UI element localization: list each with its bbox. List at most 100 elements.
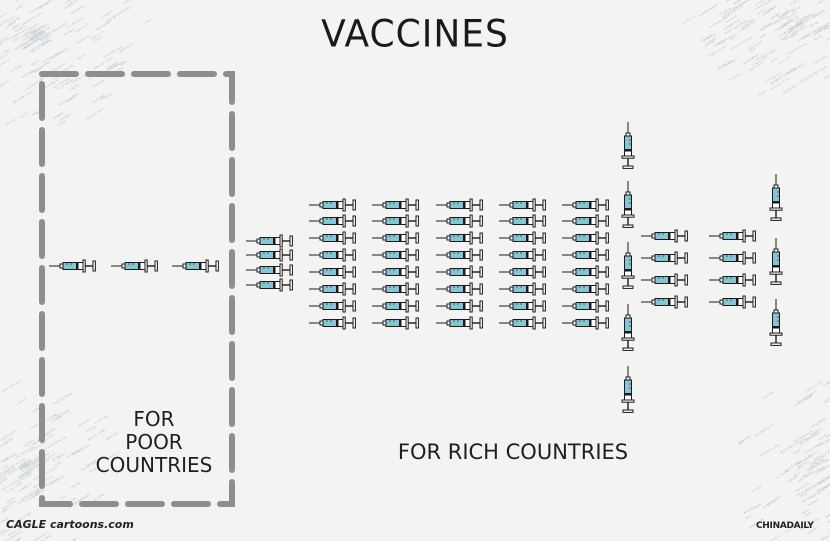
texture-stroke	[60, 495, 66, 499]
texture-stroke	[726, 0, 735, 1]
syringe-icon	[309, 283, 355, 295]
syringe-icon	[709, 274, 755, 286]
texture-stroke	[35, 535, 52, 541]
syringe-icon	[372, 317, 418, 329]
rich-countries-label: FOR RICH COUNTRIES	[378, 440, 648, 464]
texture-stroke	[793, 450, 800, 454]
texture-stroke	[756, 0, 775, 5]
texture-stroke	[18, 491, 38, 503]
syringe-icon	[309, 232, 355, 244]
poor-label-line-3: COUNTRIES	[84, 454, 224, 477]
texture-stroke	[790, 0, 809, 4]
texture-stroke	[3, 438, 12, 443]
texture-stroke	[2, 481, 17, 490]
syringe-icon	[372, 215, 418, 227]
texture-stroke	[784, 68, 795, 74]
syringe-icon	[309, 199, 355, 211]
texture-stroke	[742, 507, 756, 515]
texture-stroke	[823, 378, 830, 386]
syringe-icon	[436, 317, 482, 329]
syringe-icon	[622, 242, 634, 288]
syringe-icon	[309, 300, 355, 312]
texture-stroke	[811, 418, 828, 428]
cartoon-title: VACCINES	[0, 13, 830, 56]
texture-stroke	[763, 500, 777, 508]
syringe-icon	[436, 249, 482, 261]
texture-stroke	[794, 431, 812, 442]
texture-stroke	[124, 0, 133, 3]
syringe-icon	[436, 232, 482, 244]
syringe-icon	[499, 199, 545, 211]
texture-stroke	[798, 471, 815, 481]
syringe-icon	[622, 181, 634, 227]
syringe-icon	[436, 300, 482, 312]
texture-stroke	[814, 454, 823, 459]
syringe-icon	[709, 230, 755, 242]
texture-stroke	[0, 80, 10, 90]
texture-stroke	[818, 435, 827, 441]
texture-stroke	[802, 496, 813, 503]
texture-stroke	[776, 470, 789, 478]
texture-stroke	[795, 395, 812, 405]
syringe-icon	[622, 304, 634, 350]
texture-stroke	[808, 500, 817, 506]
texture-stroke	[86, 109, 103, 119]
texture-stroke	[15, 5, 23, 10]
texture-stroke	[63, 3, 72, 9]
syringe-icon	[709, 296, 755, 308]
texture-stroke	[0, 478, 8, 485]
texture-stroke	[821, 535, 829, 540]
texture-stroke	[730, 74, 740, 80]
texture-stroke	[718, 61, 732, 69]
syringe-icon	[372, 266, 418, 278]
texture-stroke	[765, 6, 776, 12]
syringe-group	[49, 122, 782, 412]
texture-stroke	[740, 436, 751, 443]
texture-stroke	[805, 443, 823, 454]
texture-stroke	[793, 472, 799, 476]
texture-stroke	[798, 71, 818, 83]
texture-stroke	[770, 78, 789, 89]
texture-stroke	[820, 67, 826, 71]
syringe-icon	[562, 317, 608, 329]
texture-stroke	[23, 484, 31, 489]
texture-stroke	[16, 0, 29, 1]
syringe-icon	[622, 122, 634, 168]
syringe-icon	[770, 299, 782, 345]
syringe-icon	[499, 232, 545, 244]
texture-stroke	[771, 79, 780, 84]
texture-stroke	[71, 482, 81, 488]
texture-stroke	[54, 113, 64, 119]
texture-stroke	[811, 390, 817, 394]
texture-stroke	[825, 396, 830, 403]
texture-stroke	[0, 59, 10, 71]
texture-stroke	[804, 480, 824, 492]
texture-stroke	[19, 113, 27, 118]
texture-stroke	[782, 85, 796, 94]
texture-stroke	[93, 80, 104, 87]
syringe-icon	[499, 249, 545, 261]
texture-stroke	[777, 57, 791, 65]
texture-stroke	[755, 2, 767, 9]
texture-stroke	[17, 399, 26, 404]
syringe-icon	[562, 266, 608, 278]
syringe-icon	[641, 252, 687, 264]
syringe-icon	[49, 260, 95, 272]
syringe-icon	[436, 266, 482, 278]
texture-stroke	[29, 532, 49, 541]
texture-stroke	[765, 73, 781, 82]
cagle-credit: CAGLE cartoons.com	[6, 518, 134, 531]
texture-stroke	[59, 115, 70, 122]
texture-stroke	[3, 453, 17, 461]
syringe-icon	[770, 174, 782, 220]
texture-stroke	[59, 93, 79, 105]
texture-stroke	[32, 60, 40, 65]
texture-stroke	[801, 493, 808, 497]
syringe-icon	[309, 215, 355, 227]
texture-stroke	[770, 530, 790, 541]
texture-stroke	[797, 394, 813, 403]
syringe-icon	[562, 283, 608, 295]
syringe-icon	[436, 199, 482, 211]
syringe-icon	[309, 249, 355, 261]
texture-stroke	[818, 437, 830, 446]
